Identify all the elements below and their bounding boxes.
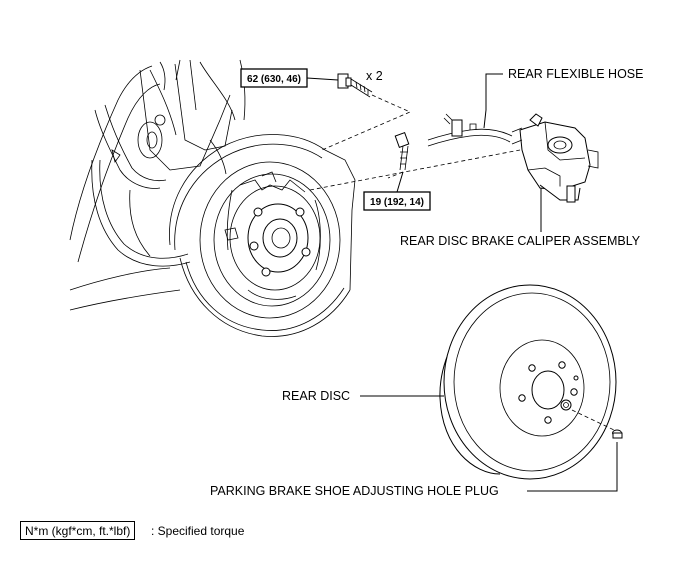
torque-spec-backing-bolt: 62 (630, 46) x 2 <box>240 68 383 88</box>
adjusting-hole-plug-icon <box>571 409 623 439</box>
caliper-bolt-icon <box>309 132 521 191</box>
torque-value: 62 (630, 46) <box>247 74 301 85</box>
rear-disc-drawing <box>439 284 617 480</box>
rear-disc-brake-caliper-drawing <box>511 113 599 203</box>
rear-flexible-hose-drawing <box>427 113 513 147</box>
label-parking-brake-shoe-adjusting-hole-plug: PARKING BRAKE SHOE ADJUSTING HOLE PLUG <box>210 484 499 498</box>
legend-description: : Specified torque <box>151 524 245 538</box>
axle-hub-assembly <box>199 161 341 319</box>
suspension-knuckle-drawing <box>69 59 246 311</box>
label-rear-disc: REAR DISC <box>282 389 350 403</box>
backing-plate-bolt-icon <box>321 73 411 151</box>
label-rear-flexible-hose: REAR FLEXIBLE HOSE <box>508 67 643 81</box>
leader-lines <box>360 73 618 492</box>
torque-value: 19 (192, 14) <box>370 197 424 208</box>
dust-cover-plate <box>169 134 356 337</box>
quantity-label: x 2 <box>366 69 383 83</box>
torque-spec-caliper-bolt: 19 (192, 14) <box>363 171 431 211</box>
legend-torque-units-box: N*m (kgf*cm, ft.*lbf) <box>20 521 136 540</box>
label-rear-disc-brake-caliper-assembly: REAR DISC BRAKE CALIPER ASSEMBLY <box>400 234 641 248</box>
